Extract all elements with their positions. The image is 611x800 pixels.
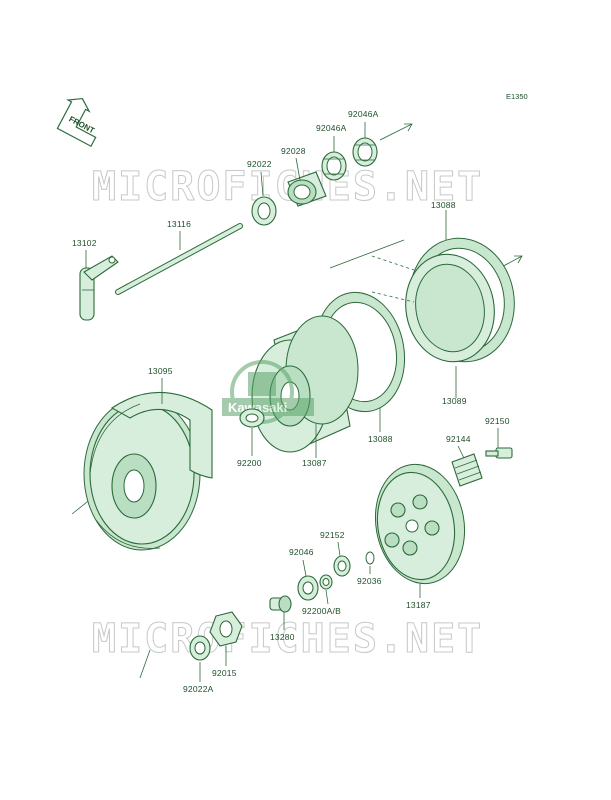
- diagram-code: E1350: [506, 92, 528, 101]
- label-92150: 92150: [485, 416, 510, 426]
- needle-bearing-92046a-top: [352, 137, 378, 167]
- steel-plate-13089: [405, 253, 495, 363]
- ball-92200ab: [319, 574, 333, 590]
- watermark-top: MICROFICHES.NET: [92, 164, 483, 210]
- bolt-92150: [485, 447, 513, 459]
- washer-92022a: [189, 635, 211, 661]
- release-lever-13102: [79, 255, 119, 321]
- label-92046: 92046: [289, 547, 314, 557]
- label-13088-bottom: 13088: [368, 434, 393, 444]
- kawasaki-logo-text: Kawasaki: [228, 400, 287, 415]
- label-92200ab: 92200A/B: [302, 606, 341, 616]
- label-92028: 92028: [281, 146, 306, 156]
- needle-bearing-92046a-mid: [321, 151, 347, 181]
- label-92200: 92200: [237, 458, 262, 468]
- label-13102: 13102: [72, 238, 97, 248]
- label-13280: 13280: [270, 632, 295, 642]
- label-13116: 13116: [167, 219, 191, 229]
- clutch-housing-13095: [83, 391, 213, 551]
- pressure-plate-13187: [374, 463, 466, 585]
- label-13187: 13187: [406, 600, 431, 610]
- pusher-13280: [269, 595, 292, 613]
- leader-lines: [85, 122, 499, 682]
- spring-92144: [451, 453, 483, 487]
- nut-92015: [209, 611, 243, 647]
- label-92022: 92022: [247, 159, 272, 169]
- washer-92200: [239, 408, 265, 428]
- watermark-bottom: MICROFICHES.NET: [92, 616, 483, 662]
- label-92144: 92144: [446, 434, 471, 444]
- push-rod-13116: [115, 223, 243, 295]
- circlip-92036: [365, 551, 375, 565]
- washer-92152: [333, 555, 351, 577]
- label-13089: 13089: [442, 396, 467, 406]
- label-92036: 92036: [357, 576, 382, 586]
- label-92152: 92152: [320, 530, 345, 540]
- bearing-92046: [297, 575, 319, 601]
- washer-92022: [251, 196, 277, 226]
- label-92015: 92015: [212, 668, 237, 678]
- label-92022a: 92022A: [183, 684, 214, 694]
- label-92046a-mid: 92046A: [316, 123, 347, 133]
- label-13095: 13095: [148, 366, 173, 376]
- label-13088-top: 13088: [431, 200, 456, 210]
- label-13087: 13087: [302, 458, 327, 468]
- label-92046a-top: 92046A: [348, 109, 379, 119]
- front-arrow-icon: FRONT: [56, 97, 97, 148]
- bushing-92028: [287, 171, 327, 207]
